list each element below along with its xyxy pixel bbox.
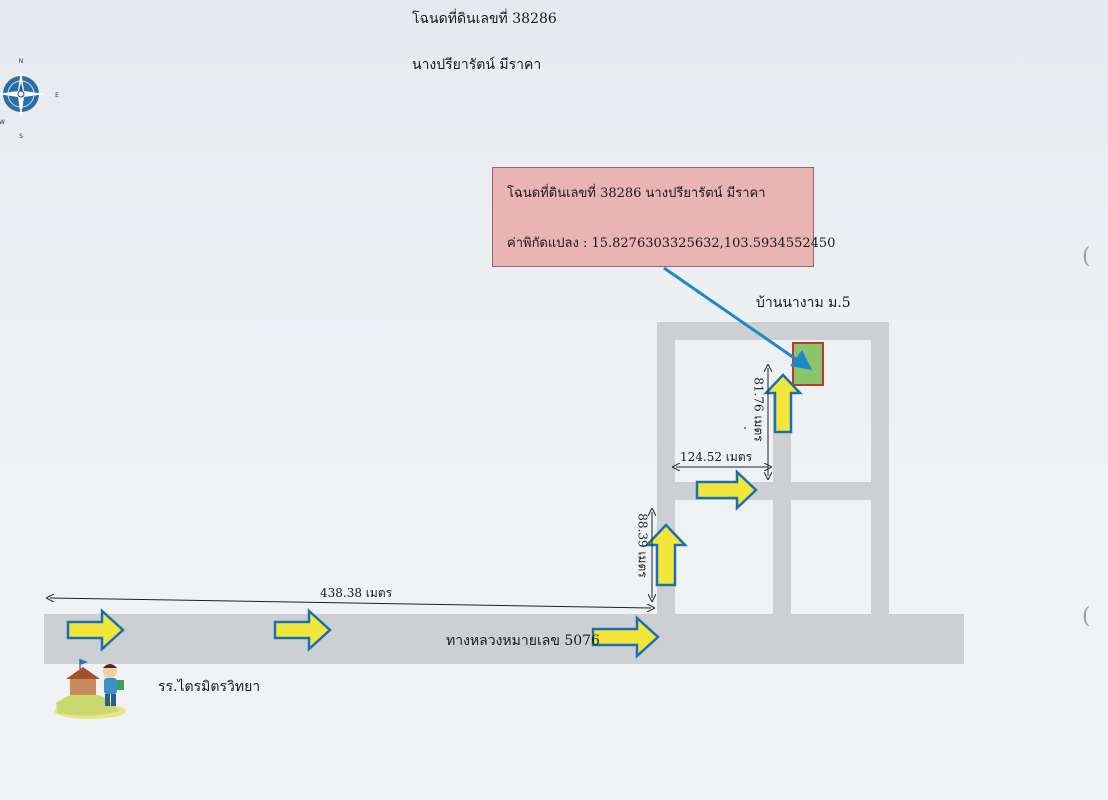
measurement-vertical-2: 81.76 เมตร — [751, 377, 766, 442]
compass-west: W — [0, 119, 5, 126]
route-arrow-up-icon — [644, 523, 688, 587]
route-arrow-right-icon — [591, 615, 660, 659]
coordinate-line: ค่าพิกัดแปลง : 15.8276303325632,103.5934… — [507, 236, 836, 251]
dimension-line-horizontal-main — [50, 598, 651, 608]
route-arrow-right-icon — [695, 469, 758, 511]
deed-title: โฉนดที่ดินเลขที่ 38286 — [412, 11, 557, 27]
road-top — [657, 322, 889, 340]
deed-info-box: โฉนดที่ดินเลขที่ 38286 นางปรียารัตน์ มีร… — [492, 167, 835, 267]
pointer-line — [663, 266, 801, 364]
school-icon — [54, 659, 126, 719]
school-label: รร.ไตรมิตรวิทยา — [158, 679, 261, 695]
pointer-arrowhead — [790, 350, 812, 370]
measurement-vertical-1: 88.39 เมตร — [635, 513, 650, 578]
route-arrow-up-icon — [763, 373, 803, 434]
road-center — [773, 390, 791, 622]
binder-mark-icon: ( — [1082, 604, 1091, 629]
compass-east: E — [55, 92, 59, 99]
deed-info-line: โฉนดที่ดินเลขที่ 38286 นางปรียารัตน์ มีร… — [507, 186, 766, 201]
owner-name: นางปรียารัตน์ มีราคา — [412, 57, 542, 73]
compass-north: N — [19, 58, 24, 65]
compass-rose-icon: N E S W — [0, 58, 59, 140]
compass-south: S — [19, 133, 23, 140]
road-right — [871, 322, 889, 622]
route-arrow-right-icon — [273, 608, 332, 652]
measurement-horizontal-2: 124.52 เมตร — [680, 450, 753, 464]
highway-road — [44, 614, 964, 664]
route-arrow-right-icon — [66, 608, 125, 652]
highway-label: ทางหลวงหมายเลข 5076 — [446, 633, 600, 649]
measurement-horizontal-main: 438.38 เมตร — [320, 586, 393, 600]
binder-mark-icon: ( — [1082, 244, 1091, 269]
village-label: บ้านนางาม ม.5 — [756, 295, 851, 311]
